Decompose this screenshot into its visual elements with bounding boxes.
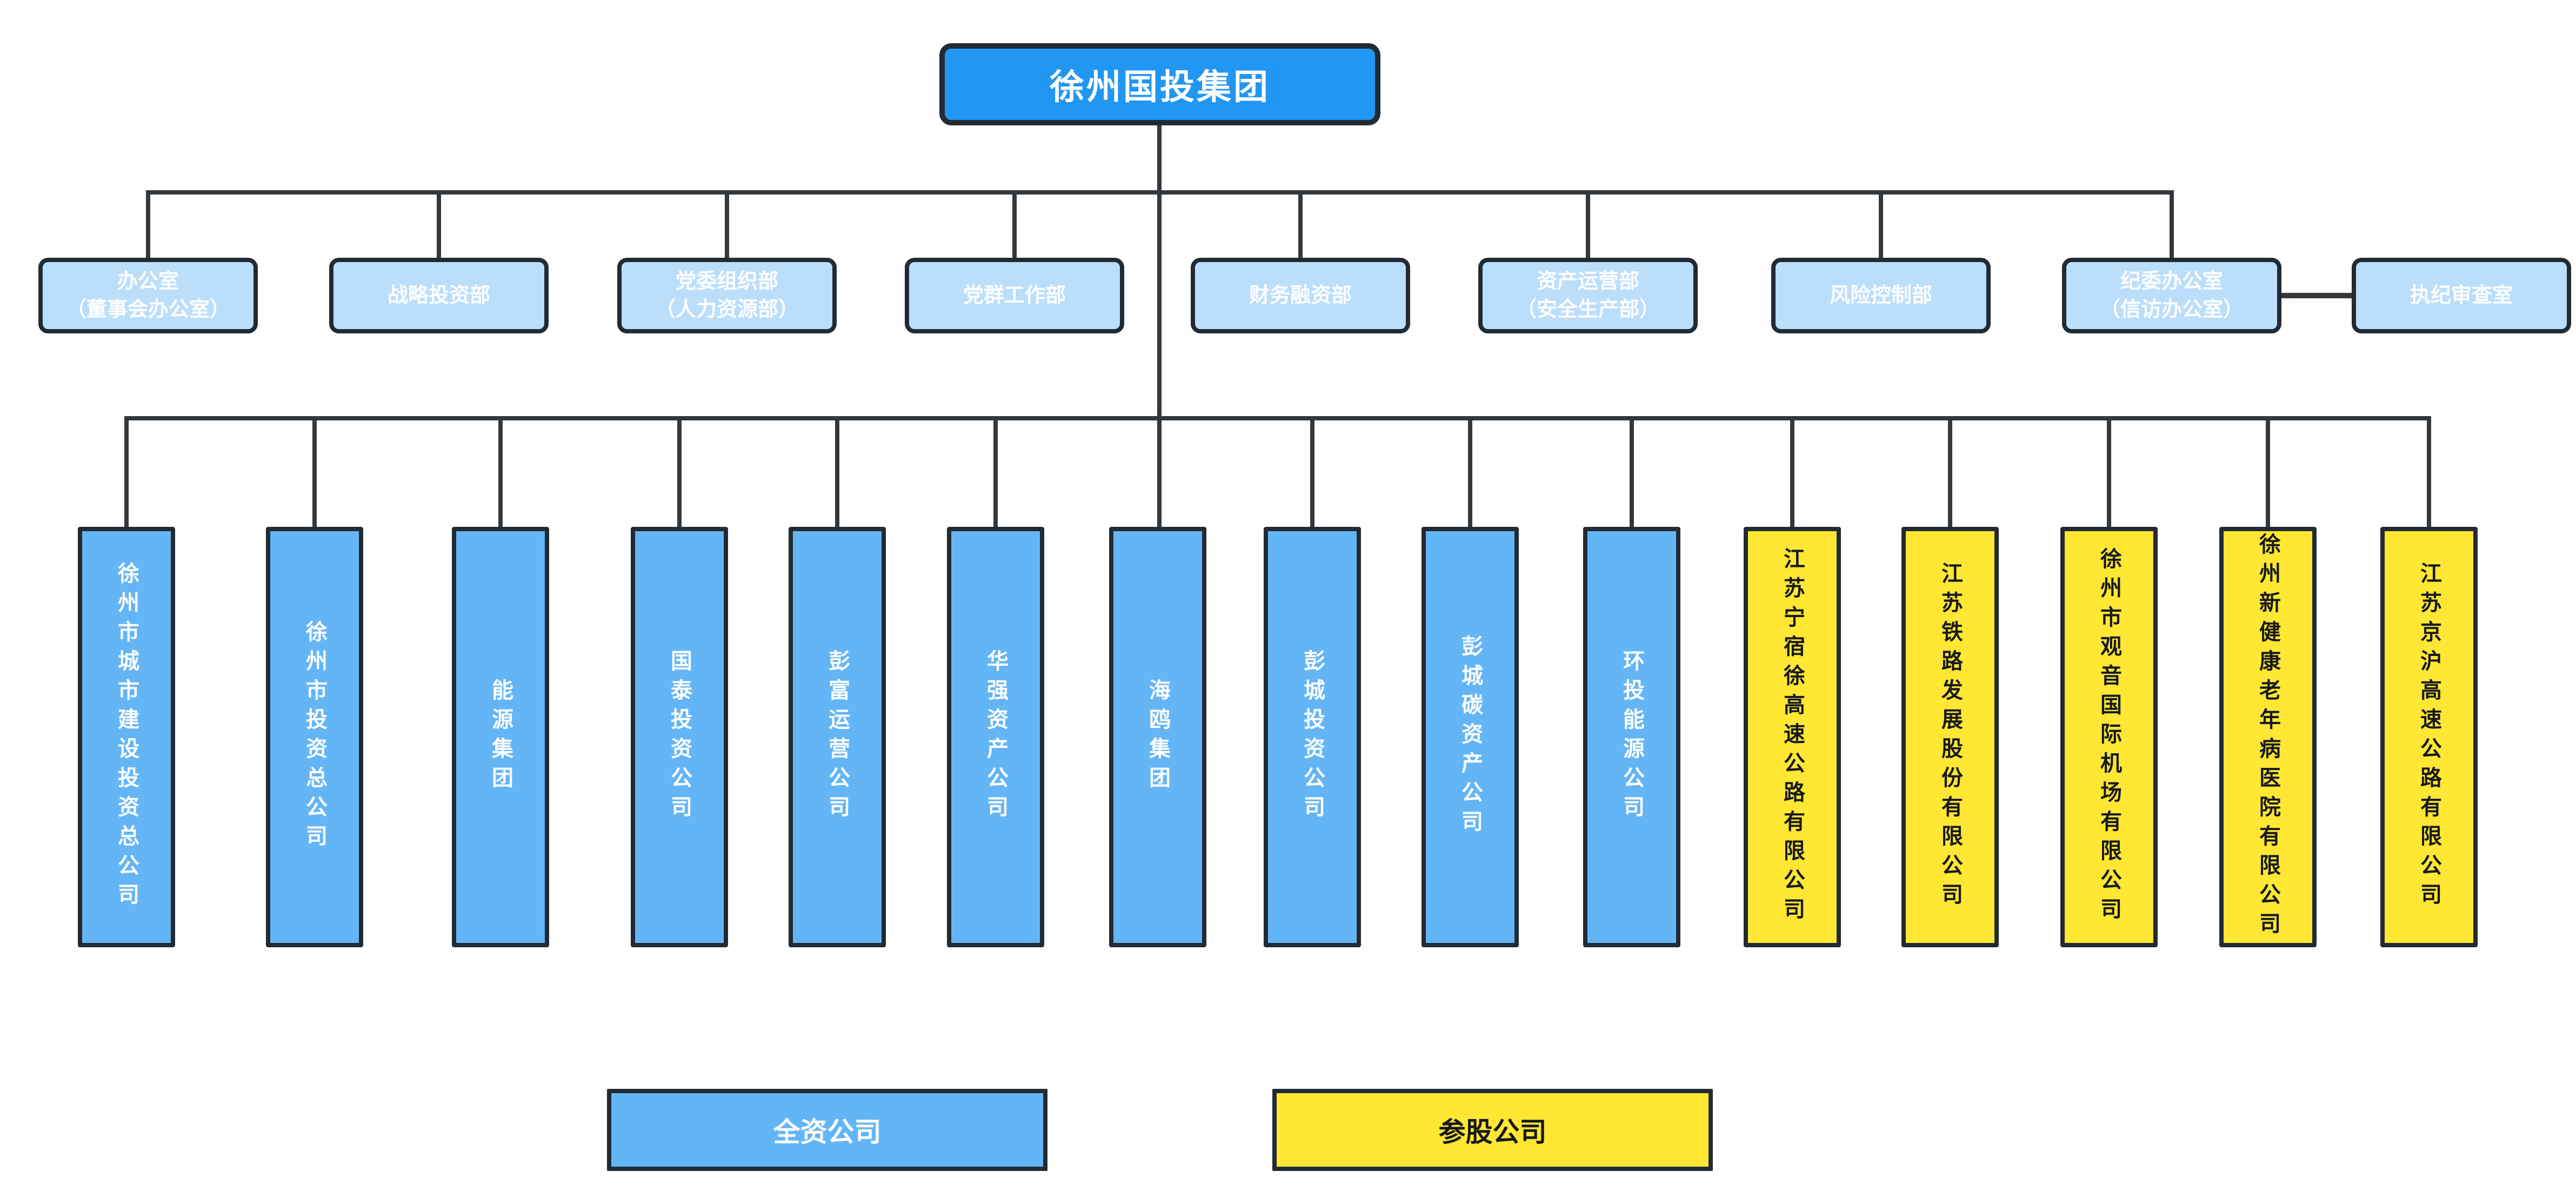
connector-company-bus: [124, 416, 2431, 420]
connector-company-drop-7: [1157, 416, 1162, 527]
dept-node-discipline-office: 纪委办公室 （信访办公室）: [2062, 258, 2281, 333]
dept-node-risk-control: 风险控制部: [1771, 258, 1991, 333]
connector-company-drop-12: [1948, 416, 1952, 527]
legend-equity-participation: 参股公司: [1272, 1089, 1713, 1171]
connector-company-drop-4: [677, 416, 682, 527]
connector-company-drop-14: [2266, 416, 2270, 527]
company-node-11: 江苏宁宿徐高速公路有限公司: [1744, 527, 1841, 947]
company-node-4: 国泰投资公司: [631, 527, 728, 947]
connector-trunk-vertical: [1157, 124, 1162, 420]
connector-dept-drop-1: [146, 190, 150, 258]
connector-dept-drop-2: [437, 190, 441, 258]
connector-company-drop-5: [835, 416, 839, 527]
company-node-6: 华强资产公司: [947, 527, 1044, 947]
company-node-3: 能源集团: [452, 527, 549, 947]
company-node-14: 徐州新健康老年病医院有限公司: [2219, 527, 2317, 947]
dept-node-finance: 财务融资部: [1191, 258, 1410, 333]
connector-dept-drop-4: [1012, 190, 1017, 258]
connector-company-drop-2: [312, 416, 317, 527]
connector-company-drop-10: [1630, 416, 1634, 527]
connector-company-drop-9: [1468, 416, 1472, 527]
connector-dept-drop-7: [1879, 190, 1883, 258]
company-node-5: 彭富运营公司: [789, 527, 886, 947]
root-node-label: 徐州国投集团: [1050, 68, 1270, 106]
company-node-2: 徐州市投资总公司: [266, 527, 363, 947]
root-node-group: 徐州国投集团: [939, 43, 1380, 125]
connector-company-drop-1: [124, 416, 129, 527]
dept-node-office: 办公室 （董事会办公室）: [38, 258, 258, 333]
connector-company-drop-6: [993, 416, 998, 527]
company-node-13: 徐州市观音国际机场有限公司: [2060, 527, 2158, 947]
company-node-15: 江苏京沪高速公路有限公司: [2380, 527, 2478, 947]
legend-equity-participation-label: 参股公司: [1438, 1117, 1547, 1147]
dept-node-asset-operation: 资产运营部 （安全生产部）: [1478, 258, 1698, 333]
company-node-7: 海鸥集团: [1109, 527, 1206, 947]
connector-company-drop-15: [2427, 416, 2431, 527]
connector-company-drop-11: [1790, 416, 1794, 527]
company-node-1: 徐州市城市建设投资总公司: [78, 527, 175, 947]
legend-wholly-owned-label: 全资公司: [773, 1117, 882, 1147]
dept-node-party-masses: 党群工作部: [905, 258, 1124, 333]
connector-dept-drop-6: [1586, 190, 1590, 258]
dept-node-strategic-investment: 战略投资部: [329, 258, 549, 333]
connector-company-drop-3: [498, 416, 503, 527]
connector-company-drop-13: [2107, 416, 2111, 527]
dept-node-discipline-review: 执纪审查室: [2352, 258, 2571, 333]
company-node-12: 江苏铁路发展股份有限公司: [1901, 527, 1999, 947]
connector-dept-drop-8: [2170, 190, 2174, 258]
company-node-10: 环投能源公司: [1583, 527, 1680, 947]
dept-node-party-organization: 党委组织部 （人力资源部）: [617, 258, 837, 333]
connector-discipline-horizontal: [2281, 293, 2352, 298]
connector-department-bus: [146, 190, 2174, 195]
legend-wholly-owned: 全资公司: [607, 1089, 1047, 1171]
company-node-9: 彭城碳资产公司: [1422, 527, 1519, 947]
company-node-8: 彭城投资公司: [1264, 527, 1361, 947]
connector-dept-drop-3: [725, 190, 729, 258]
connector-dept-drop-5: [1298, 190, 1303, 258]
connector-company-drop-8: [1310, 416, 1314, 527]
